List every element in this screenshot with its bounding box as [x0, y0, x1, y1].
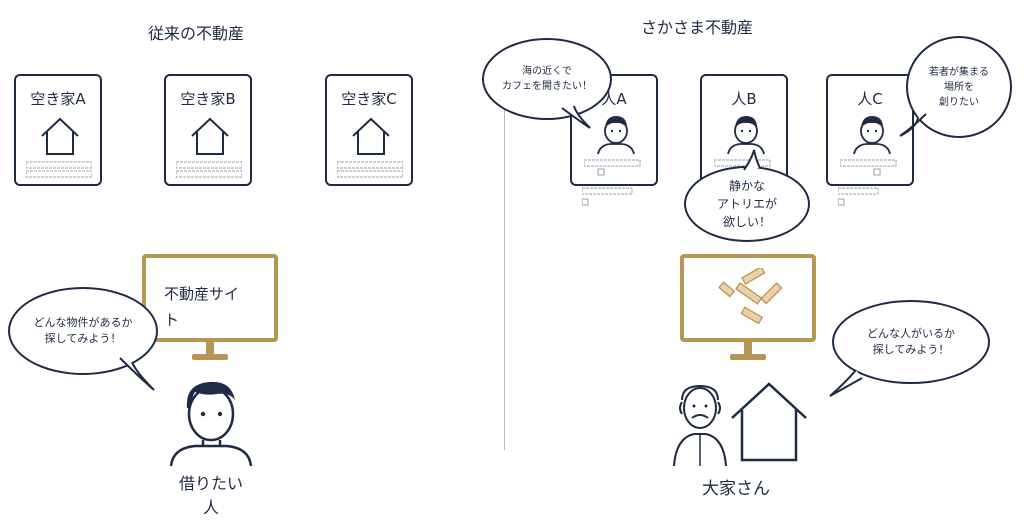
card-label: 人C: [857, 90, 883, 108]
bubble-tail: [561, 105, 591, 129]
house-icon: [352, 117, 390, 155]
right-title: さかさま不動産: [641, 18, 754, 37]
bubble-text: 静かな アトリエが 欲しい！: [716, 179, 777, 229]
owner-house-icon: [731, 382, 807, 462]
owner-person-icon: [673, 384, 727, 466]
monitor-stand: [206, 342, 214, 354]
bubble-text: 海の近くで カフェを開きたい！: [502, 66, 592, 92]
real-estate-site-monitor: 不動産サイ ト: [142, 254, 278, 342]
house-icon: [191, 117, 229, 155]
placeholder-lines: [26, 161, 92, 178]
renter-label: 借りたい 人: [178, 474, 243, 517]
person-card-c: 人C: [826, 74, 914, 186]
speech-bubble-person-b: 静かな アトリエが 欲しい！: [684, 166, 810, 242]
bubble-text: どんな物件があるか 探してみよう！: [33, 315, 133, 346]
vacant-house-card-c: 空き家C: [325, 74, 413, 186]
person-face-icon: [727, 116, 765, 155]
speech-bubble-person-a: 海の近くで カフェを開きたい！: [482, 38, 612, 120]
placeholder-lines-overflow: [838, 187, 879, 206]
bubble-text: どんな人がいるか 探してみよう！: [867, 326, 955, 357]
renter-person-icon: [169, 381, 253, 466]
vacant-house-card-a: 空き家A: [14, 74, 102, 186]
person-card-a: 人A: [570, 74, 658, 186]
card-label: 人B: [731, 90, 757, 108]
bubble-tail: [829, 369, 863, 397]
center-divider: [504, 60, 505, 450]
placeholder-lines-overflow: [582, 187, 633, 206]
matching-site-monitor: [680, 254, 816, 342]
person-face-icon: [853, 116, 891, 155]
speech-bubble-person-c: 若者が集まる 場所を 創りたい: [906, 36, 1012, 138]
placeholder-lines: [840, 159, 897, 176]
house-icon: [41, 117, 79, 155]
bubble-text: 若者が集まる 場所を 創りたい: [929, 66, 989, 108]
left-title: 従来の不動産: [148, 24, 245, 43]
person-face-icon: [597, 116, 635, 155]
network-arrows-icon: [718, 268, 783, 325]
card-label: 空き家B: [180, 90, 236, 108]
placeholder-lines: [337, 161, 403, 178]
bubble-tail: [743, 149, 761, 171]
monitor-stand: [744, 342, 752, 354]
monitor-base: [192, 354, 228, 360]
vacant-house-card-b: 空き家B: [164, 74, 252, 186]
placeholder-lines: [584, 159, 641, 176]
owner-label: 大家さん: [702, 479, 770, 499]
site-label: 不動産サイ ト: [164, 285, 240, 329]
card-label: 人A: [601, 90, 627, 108]
card-label: 空き家A: [30, 90, 86, 108]
bubble-tail: [119, 357, 155, 391]
bubble-tail: [899, 113, 927, 137]
placeholder-lines: [176, 161, 242, 178]
monitor-base: [730, 354, 766, 360]
card-label: 空き家C: [341, 90, 397, 108]
speech-bubble-search-properties: どんな物件があるか 探してみよう！: [8, 287, 158, 375]
speech-bubble-search-people: どんな人がいるか 探してみよう！: [832, 300, 990, 384]
